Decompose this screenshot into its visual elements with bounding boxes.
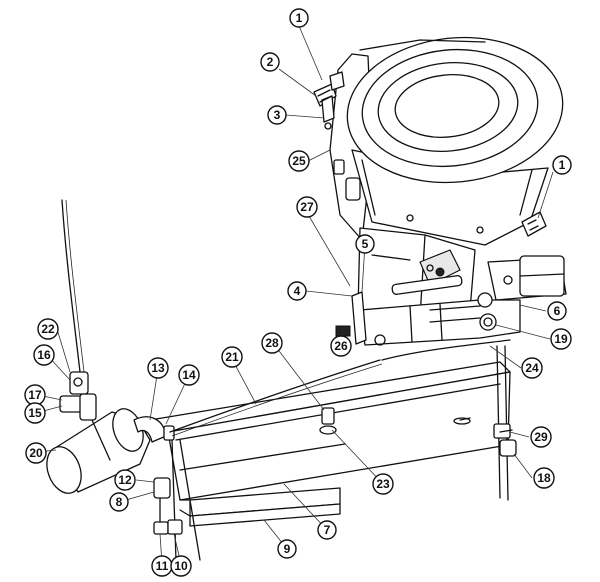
callout-5: 5 xyxy=(355,234,375,254)
callout-7: 7 xyxy=(317,520,337,540)
callout-3: 3 xyxy=(267,105,287,125)
callout-label: 25 xyxy=(292,154,306,168)
callout-label: 5 xyxy=(362,237,369,251)
callout-label: 23 xyxy=(376,477,390,491)
callout-11: 11 xyxy=(151,555,173,577)
callout-label: 27 xyxy=(300,200,314,214)
callout-23: 23 xyxy=(372,473,394,495)
inlet-fittings xyxy=(313,71,345,130)
callout-label: 16 xyxy=(37,348,51,362)
connecting-hose xyxy=(169,359,381,433)
callout-label: 12 xyxy=(118,473,132,487)
callout-19: 19 xyxy=(550,328,572,350)
callout-label: 8 xyxy=(116,495,123,509)
callout-label: 17 xyxy=(28,388,42,402)
callout-16: 16 xyxy=(33,344,55,366)
callout-label: 1 xyxy=(296,11,303,25)
callout-label: 2 xyxy=(267,55,274,69)
callout-29: 29 xyxy=(530,426,552,448)
callout-label: 10 xyxy=(174,559,188,573)
callout-label: 21 xyxy=(225,350,239,364)
callout-6: 6 xyxy=(547,301,567,321)
callout-10: 10 xyxy=(170,555,192,577)
callout-25: 25 xyxy=(288,150,310,172)
callout-label: 29 xyxy=(534,430,548,444)
callout-14: 14 xyxy=(178,364,200,386)
callout-24: 24 xyxy=(521,357,543,379)
callout-9: 9 xyxy=(277,539,297,559)
callout-label: 22 xyxy=(41,322,55,336)
callout-label: 19 xyxy=(554,332,568,346)
callout-1: 1 xyxy=(289,8,309,28)
callout-label: 1 xyxy=(559,158,566,172)
callout-label: 13 xyxy=(151,361,165,375)
callout-26: 26 xyxy=(330,335,352,357)
callout-label: 26 xyxy=(334,339,348,353)
callout-2: 2 xyxy=(260,52,280,72)
linear-actuator-block xyxy=(335,255,567,346)
callout-label: 14 xyxy=(182,368,196,382)
callout-4: 4 xyxy=(287,281,307,301)
callout-12: 12 xyxy=(114,469,136,491)
mounting-plate xyxy=(351,291,367,345)
slide-plates xyxy=(153,439,341,561)
supply-hose xyxy=(61,199,81,373)
callout-15: 15 xyxy=(24,402,46,424)
callout-label: 7 xyxy=(324,523,331,537)
callout-17: 17 xyxy=(24,384,46,406)
air-valve-fittings xyxy=(59,371,97,421)
callout-20: 20 xyxy=(25,442,47,464)
callout-label: 3 xyxy=(274,108,281,122)
callout-13: 13 xyxy=(147,357,169,379)
callout-8: 8 xyxy=(109,492,129,512)
callout-21: 21 xyxy=(221,346,243,368)
callout-label: 18 xyxy=(537,471,551,485)
base-frame xyxy=(149,345,517,501)
callout-label: 4 xyxy=(294,284,301,298)
callout-28: 28 xyxy=(261,332,283,354)
callout-18: 18 xyxy=(533,467,555,489)
callout-label: 9 xyxy=(284,542,291,556)
drive-motor xyxy=(46,408,175,494)
feeder-bowl-housing xyxy=(329,36,564,246)
callout-label: 11 xyxy=(156,559,169,573)
callout-label: 20 xyxy=(29,446,43,460)
callout-22: 22 xyxy=(37,318,59,340)
callout-label: 24 xyxy=(525,361,539,375)
callout-1-lower: 1 xyxy=(552,155,572,175)
callout-label: 15 xyxy=(28,406,42,420)
callout-label: 28 xyxy=(265,336,279,350)
callout-27: 27 xyxy=(296,196,318,218)
callout-label: 6 xyxy=(554,304,561,318)
leader-lines xyxy=(35,25,554,565)
